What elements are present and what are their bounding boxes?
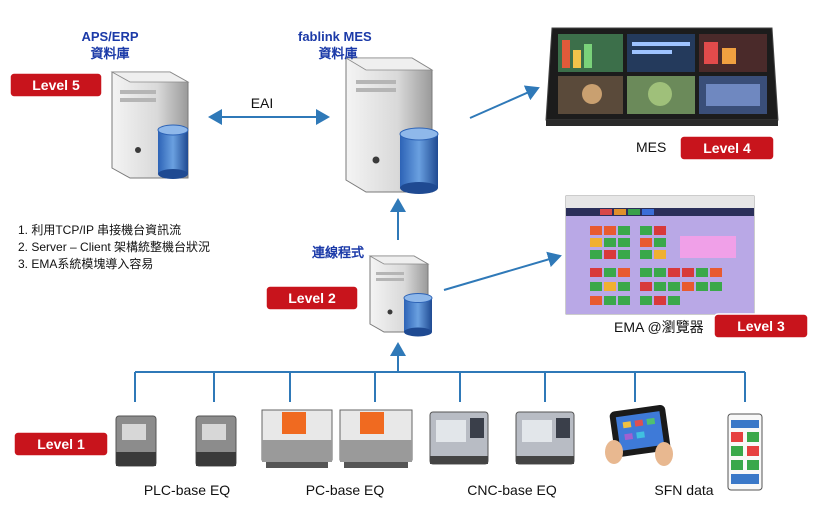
feature-notes: 1. 利用TCP/IP 串接機台資訊流 2. Server – Client 架… bbox=[18, 222, 210, 271]
mes-brand-fab: fab bbox=[298, 29, 318, 44]
level-1-badge: Level 1 bbox=[13, 431, 109, 457]
cnc-machine-1 bbox=[429, 411, 489, 465]
eai-label: EAI bbox=[251, 95, 274, 111]
mes-caption: MES bbox=[636, 139, 666, 155]
mes-title: fablink MES bbox=[298, 29, 372, 44]
tablet-device bbox=[605, 404, 673, 466]
erp-title: APS/ERP bbox=[81, 29, 138, 44]
level-2-badge: Level 2 bbox=[265, 285, 359, 311]
mes-server bbox=[344, 57, 439, 194]
phone-device bbox=[727, 413, 763, 491]
level-4-badge: Level 4 bbox=[679, 135, 775, 161]
ema-status-grid bbox=[590, 226, 736, 305]
level-4-label: Level 4 bbox=[703, 140, 751, 156]
pc-machine-1 bbox=[261, 409, 333, 468]
note-1: 1. 利用TCP/IP 串接機台資訊流 bbox=[18, 222, 181, 237]
connector-to-ema-arrow bbox=[443, 251, 562, 291]
mes-database-icon bbox=[399, 127, 439, 194]
mes-brand-rest: link MES bbox=[318, 29, 373, 44]
note-2: 2. Server – Client 架構統整機台狀況 bbox=[18, 239, 210, 254]
connector-label: 連線程式 bbox=[312, 245, 364, 260]
cnc-caption: CNC-base EQ bbox=[467, 482, 557, 498]
erp-server bbox=[110, 71, 190, 179]
connector-server bbox=[368, 255, 433, 337]
ema-browser-window bbox=[565, 195, 755, 315]
level-3-label: Level 3 bbox=[737, 318, 785, 334]
connector-database-icon bbox=[403, 293, 433, 337]
plc-machine-1 bbox=[115, 415, 157, 467]
mes-subtitle: 資料庫 bbox=[318, 46, 357, 61]
erp-subtitle: 資料庫 bbox=[90, 46, 129, 61]
level-1-label: Level 1 bbox=[37, 436, 85, 452]
mes-dashboard-monitor bbox=[545, 27, 779, 126]
sfn-caption: SFN data bbox=[654, 482, 713, 498]
level-2-label: Level 2 bbox=[288, 290, 336, 306]
note-3: 3. EMA系統模塊導入容易 bbox=[18, 256, 153, 271]
level-3-badge: Level 3 bbox=[713, 313, 809, 339]
erp-database-icon bbox=[157, 124, 189, 179]
equipment-bus bbox=[134, 342, 746, 402]
plc-machine-2 bbox=[195, 415, 237, 467]
plc-caption: PLC-base EQ bbox=[144, 482, 230, 498]
ema-caption: EMA @瀏覽器 bbox=[614, 319, 704, 335]
pc-machine-2 bbox=[339, 409, 413, 468]
cnc-machine-2 bbox=[515, 411, 575, 465]
level-5-label: Level 5 bbox=[32, 77, 80, 93]
pc-caption: PC-base EQ bbox=[306, 482, 385, 498]
mes-dashboard-arrow bbox=[469, 85, 540, 119]
level-5-badge: Level 5 bbox=[9, 72, 103, 98]
